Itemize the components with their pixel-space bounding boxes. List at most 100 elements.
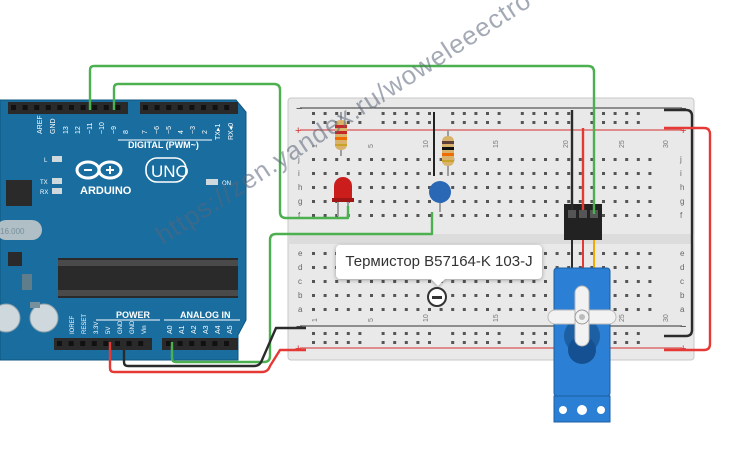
wire-pin11-to-servo[interactable] <box>88 64 596 214</box>
hole <box>590 112 594 115</box>
arduino-uno-board[interactable]: AREF GND 13 12 ~11 ~10 ~9 8 7 ~6 ~5 4 ~3… <box>0 99 247 361</box>
hole <box>358 308 362 311</box>
hole <box>636 186 640 189</box>
hole <box>381 294 385 297</box>
hole <box>323 172 327 175</box>
hole <box>613 341 617 344</box>
led-label-rx: RX <box>40 190 48 196</box>
hole <box>613 308 617 311</box>
hole <box>636 172 640 175</box>
hole <box>532 308 536 311</box>
minus-icon[interactable] <box>427 287 447 307</box>
hole <box>497 280 501 283</box>
hole <box>509 200 513 203</box>
hole <box>462 172 466 175</box>
pin-label-tx: TX▸1 <box>215 124 222 140</box>
hole <box>428 332 431 335</box>
hole <box>393 308 397 311</box>
hole <box>393 121 397 124</box>
column-number: 10 <box>423 140 430 148</box>
hole <box>177 341 183 346</box>
hole <box>393 214 397 217</box>
hole <box>312 200 315 203</box>
pin-label-a2: A2 <box>191 325 198 334</box>
hole <box>45 105 51 110</box>
row-letters-bottom: e d c b a e d c b a <box>298 249 685 314</box>
wire-5v-to-rail[interactable] <box>108 342 306 374</box>
micro-servo[interactable] <box>547 240 617 423</box>
hole <box>578 158 582 161</box>
hole <box>474 332 478 335</box>
hole <box>625 214 629 217</box>
wire-rail-gnd-bridge[interactable] <box>664 108 694 338</box>
hole <box>474 214 478 217</box>
hole <box>323 121 327 124</box>
wires[interactable] <box>88 64 712 374</box>
hole <box>636 112 640 115</box>
hole <box>648 172 652 175</box>
hole <box>625 308 629 311</box>
hole <box>532 341 536 344</box>
row-letter: a <box>298 305 303 314</box>
hole <box>34 105 40 110</box>
pin-label-rx: RX◂0 <box>228 123 235 140</box>
red-led[interactable] <box>332 177 354 216</box>
thermistor[interactable] <box>429 112 451 212</box>
row-letters-top: j i h g f j i h g f <box>297 155 684 220</box>
hole <box>544 186 547 189</box>
row-letter: d <box>680 263 684 272</box>
hole <box>625 266 629 269</box>
wire-gnd-to-rail[interactable] <box>122 326 306 368</box>
hole <box>567 112 571 115</box>
hole <box>451 172 455 175</box>
hole <box>613 252 617 255</box>
hole <box>154 105 160 110</box>
hole <box>602 172 605 175</box>
hole <box>451 341 455 344</box>
hole <box>520 200 524 203</box>
hole <box>555 121 559 124</box>
pin-label-gnd-1: GND <box>118 320 124 334</box>
hole <box>602 252 605 255</box>
hole <box>323 308 327 311</box>
hole <box>404 186 408 189</box>
row-letter: d <box>298 263 302 272</box>
wire-rail-5v-bridge[interactable] <box>664 126 712 352</box>
hole <box>555 158 559 161</box>
column-number: 15 <box>493 314 500 322</box>
hole <box>486 172 489 175</box>
hole <box>91 341 97 346</box>
hole <box>520 280 524 283</box>
hole <box>578 172 582 175</box>
hole <box>497 172 501 175</box>
smd-led <box>30 302 40 308</box>
row-letter: e <box>298 249 303 258</box>
row-letter: j <box>297 155 300 164</box>
breadboard[interactable]: − + − + − + − + j i h g f j i h g f e d … <box>287 97 695 361</box>
resistor-2[interactable] <box>442 130 454 176</box>
hole <box>636 308 640 311</box>
pin-label-8: 8 <box>123 130 130 134</box>
column-number: 15 <box>493 140 500 148</box>
hole <box>312 186 315 189</box>
digital-pin-labels: AREF GND 13 12 ~11 ~10 ~9 8 7 ~6 ~5 4 ~3… <box>37 115 235 140</box>
hole <box>462 280 466 283</box>
hole <box>323 112 327 115</box>
resistor-1[interactable] <box>335 112 347 156</box>
hole <box>416 280 420 283</box>
hole <box>346 172 350 175</box>
hole <box>509 186 513 189</box>
wire-a0-to-thermistor[interactable] <box>170 212 434 364</box>
hole <box>393 200 397 203</box>
pin-label-6: ~6 <box>154 126 161 134</box>
column-number: 5 <box>368 144 375 148</box>
hole <box>323 200 327 203</box>
wire-pin9-to-led[interactable] <box>112 82 350 220</box>
hole <box>613 158 617 161</box>
hole <box>625 186 629 189</box>
hole <box>404 172 408 175</box>
hole <box>312 308 315 311</box>
hole <box>346 280 350 283</box>
row-letter: e <box>680 249 685 258</box>
